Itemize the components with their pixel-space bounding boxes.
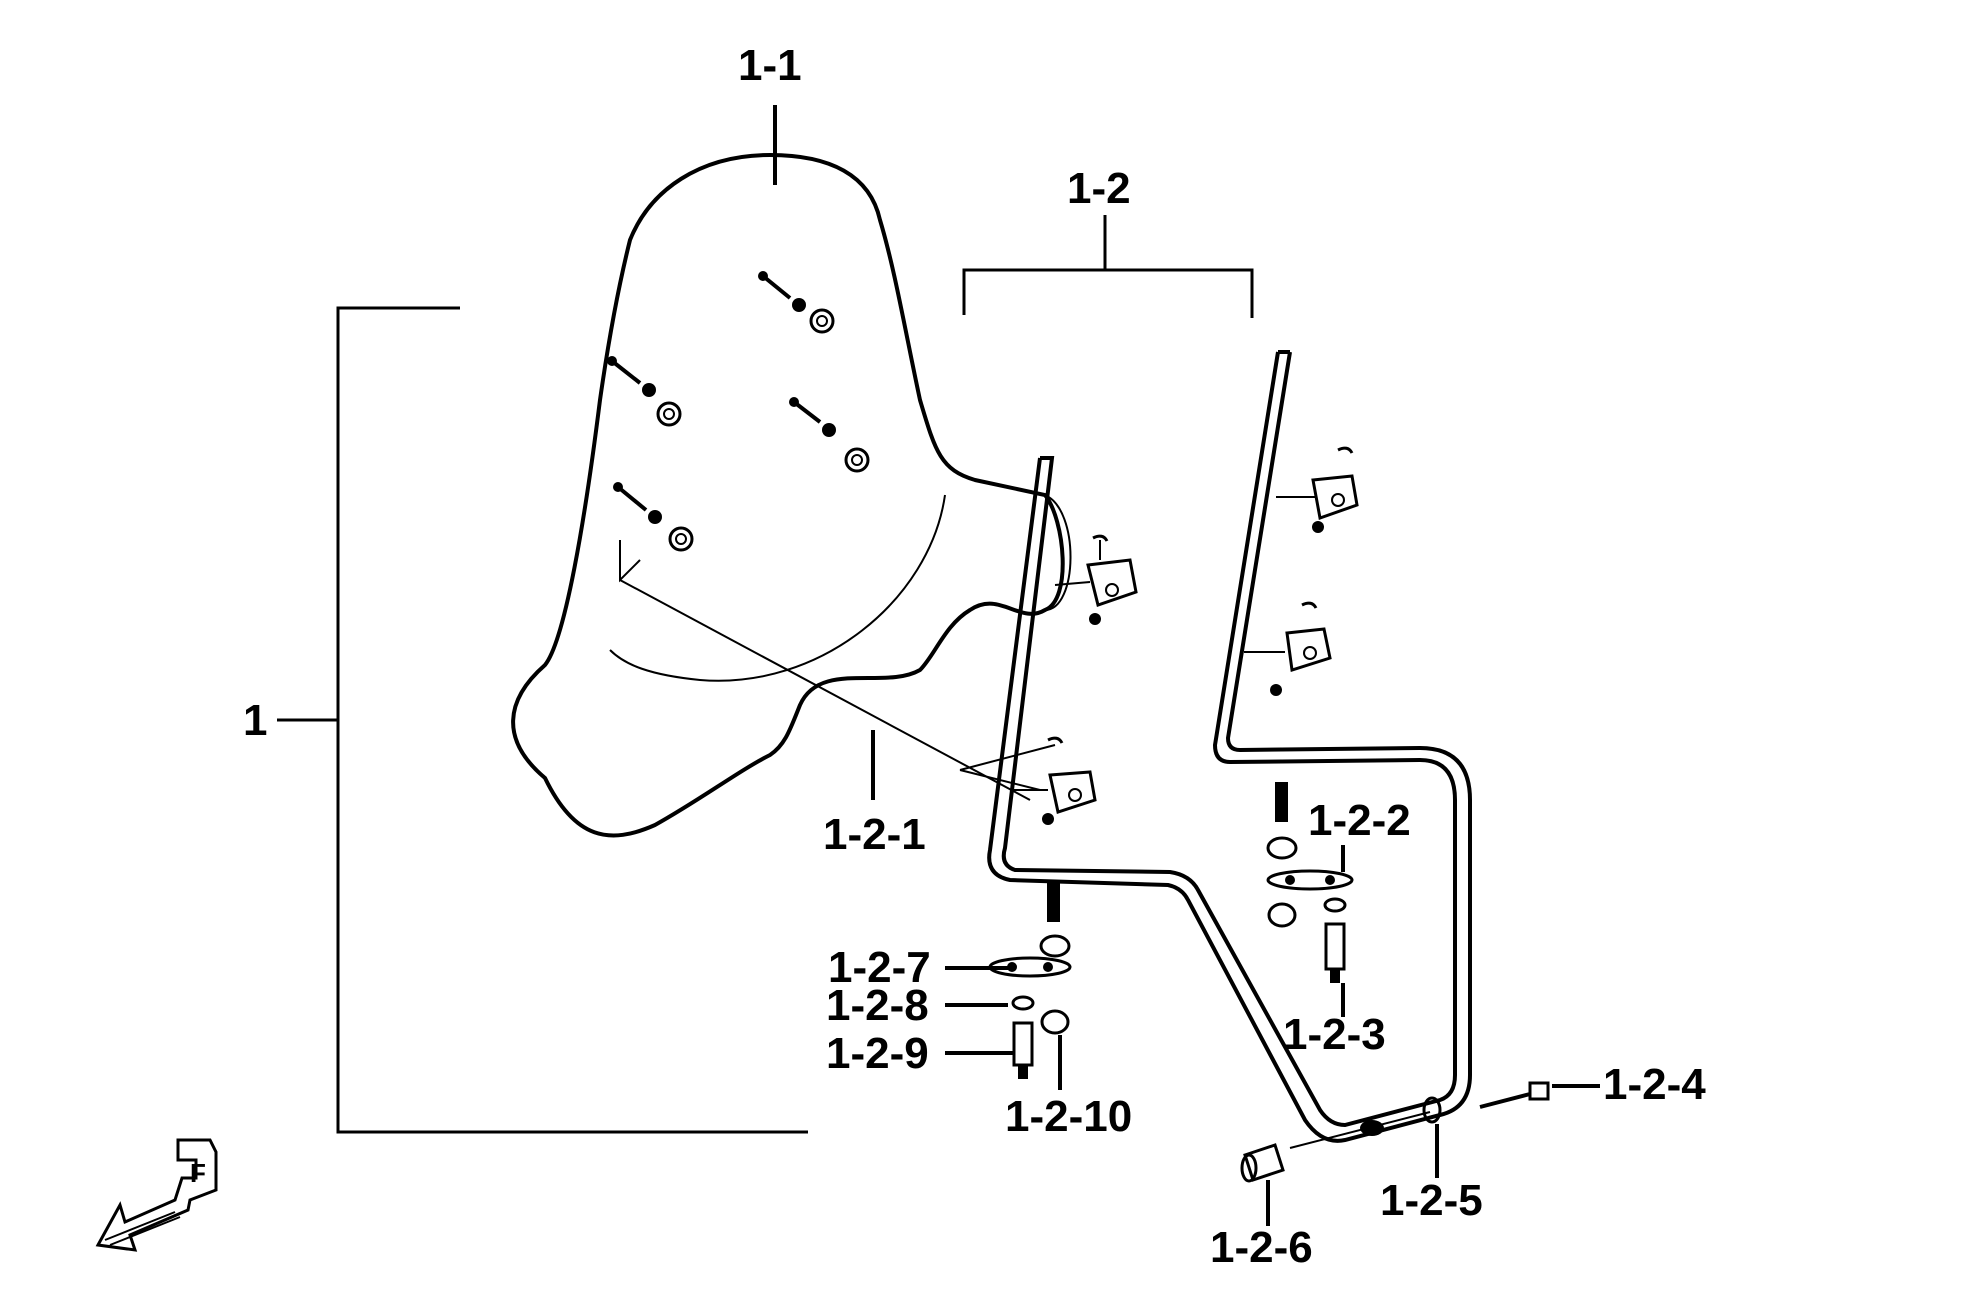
windshield-screen (511, 152, 1072, 838)
bottom-bolt-assembly (1240, 1081, 1550, 1183)
label-1-2-8: 1-2-8 (826, 981, 929, 1030)
front-letter: F (190, 1158, 206, 1188)
label-1-2-9: 1-2-9 (826, 1029, 929, 1078)
assembly-bracket-1-2 (962, 215, 1254, 318)
screw-set-left-lower (613, 482, 694, 552)
clamp-left-upper (1054, 534, 1138, 625)
front-direction-icon: F (95, 1138, 218, 1252)
label-1-2-1: 1-2-1 (823, 810, 926, 859)
label-1-2-10: 1-2-10 (1005, 1092, 1132, 1141)
label-1-2: 1-2 (1067, 164, 1131, 213)
clamp-right-lower (1244, 601, 1332, 696)
label-leaders (773, 105, 1600, 1226)
screw-set-left-upper (607, 356, 682, 427)
left-mount-hardware (988, 880, 1072, 1079)
label-1-2-2: 1-2-2 (1308, 796, 1411, 845)
part-labels: 1 1-1 1-2 1-2-1 1-2-2 1-2-3 1-2-4 1-2-5 … (243, 41, 1706, 1272)
screw-set-upper-right (758, 271, 835, 334)
right-mount-hardware (1266, 782, 1354, 983)
clamp-left-lower (1010, 736, 1097, 825)
clamp-right-upper (1276, 446, 1359, 533)
label-1-2-5: 1-2-5 (1380, 1176, 1483, 1225)
label-1-1: 1-1 (738, 41, 802, 90)
screen-mounting-hardware (607, 271, 870, 552)
label-1-2-7: 1-2-7 (828, 943, 931, 992)
stay-clamps (1010, 446, 1359, 825)
leader-1-2-1 (619, 579, 1056, 801)
screw-set-middle-right (789, 397, 870, 473)
label-1-2-6: 1-2-6 (1210, 1223, 1313, 1272)
assembly-bracket-1 (277, 306, 808, 1134)
label-1-2-4: 1-2-4 (1603, 1060, 1706, 1109)
left-stay-tube (987, 350, 1472, 1143)
label-1: 1 (243, 696, 267, 745)
label-1-2-3: 1-2-3 (1283, 1010, 1386, 1059)
